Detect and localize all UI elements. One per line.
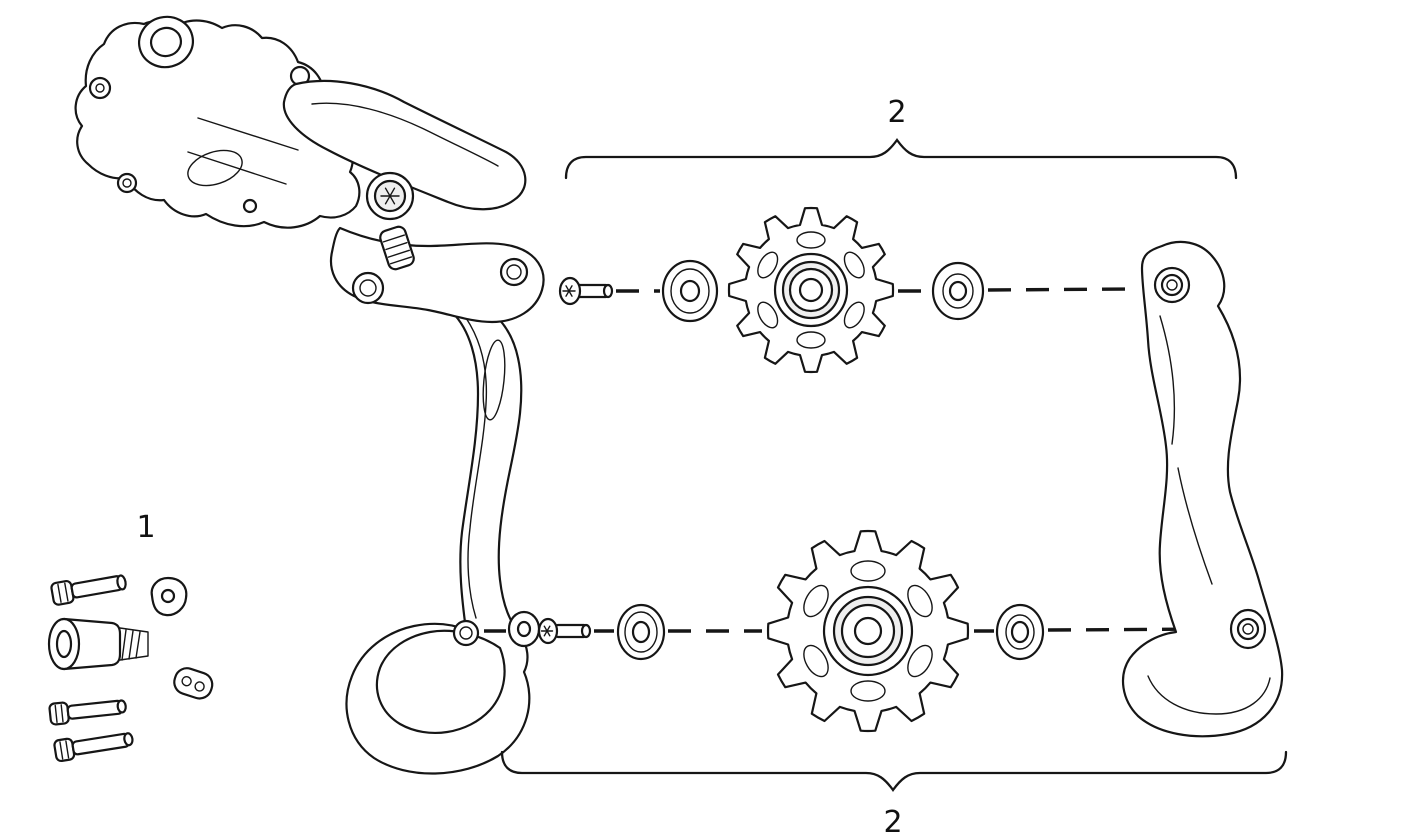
axis-upper-3 [987,287,1137,292]
linkage-line [197,117,299,151]
torx-mark [562,285,576,297]
derailleur-body [74,15,545,775]
washer-lower-right [995,603,1045,661]
brace-group2-top [564,138,1238,180]
pulley-cutout [907,584,933,618]
knuckle-hole-right [499,257,529,287]
pulley-bolt-lower [537,617,592,645]
b-bolt-barrel [47,617,149,671]
bolt-a [50,574,127,606]
spring-detail [187,149,243,187]
torx-mark [540,625,554,637]
hanger-pivot [88,76,112,100]
bolt-c [53,732,134,763]
lower-pulley [766,529,970,733]
knuckle-hole-left [351,271,385,305]
cable-anchor [150,576,188,617]
assembly-axes [484,287,1227,633]
axis-lower-5 [1047,627,1227,632]
bolt-b [48,699,127,726]
upper-pulley-cutouts [757,231,865,349]
cone-washer-upper-left [661,259,719,323]
label-group2-top: 2 [887,95,906,130]
upper-pulley [727,206,895,374]
linkage-arm [282,79,527,211]
lower-pulley-cutouts [803,560,933,702]
pulley-cutout [843,251,865,279]
lower-pivot [116,172,138,194]
lower-knuckle [329,226,545,324]
label-group2-bottom: 2 [883,805,902,839]
pulley-bolt-upper [558,276,614,306]
torx-mark [380,187,400,205]
pulley-cutout [757,251,779,279]
brace-group2-bottom [500,750,1288,792]
pulley-cutout [757,301,779,329]
mounting-ring [138,15,194,69]
cage-window [375,629,506,735]
washer-lower-small [507,610,541,648]
limit-plate [173,667,214,700]
outer-cage-plate [1122,240,1284,738]
b-screw [242,198,258,214]
inner-cage-plate [345,298,531,775]
pulley-cutout [850,680,886,702]
pulley-cutout [850,560,886,582]
pulley-cutout [907,644,933,678]
pulley-cutout [843,301,865,329]
linkage-line [187,151,287,185]
pulley-cutout [803,584,829,618]
barrel-adjuster [379,225,415,271]
pulley-cutout [796,231,826,249]
label-group1: 1 [136,510,155,545]
cage-pivot-bolt [365,171,415,221]
pulley-cutout [796,331,826,349]
cage-pulley-hole [452,619,480,647]
group1-parts [47,574,214,763]
callouts: 2 1 2 [136,95,1288,839]
pulley-cutout [803,644,829,678]
plate-slot [482,339,506,421]
cone-washer-lower-left [616,603,666,661]
washer-upper-right [931,261,985,321]
